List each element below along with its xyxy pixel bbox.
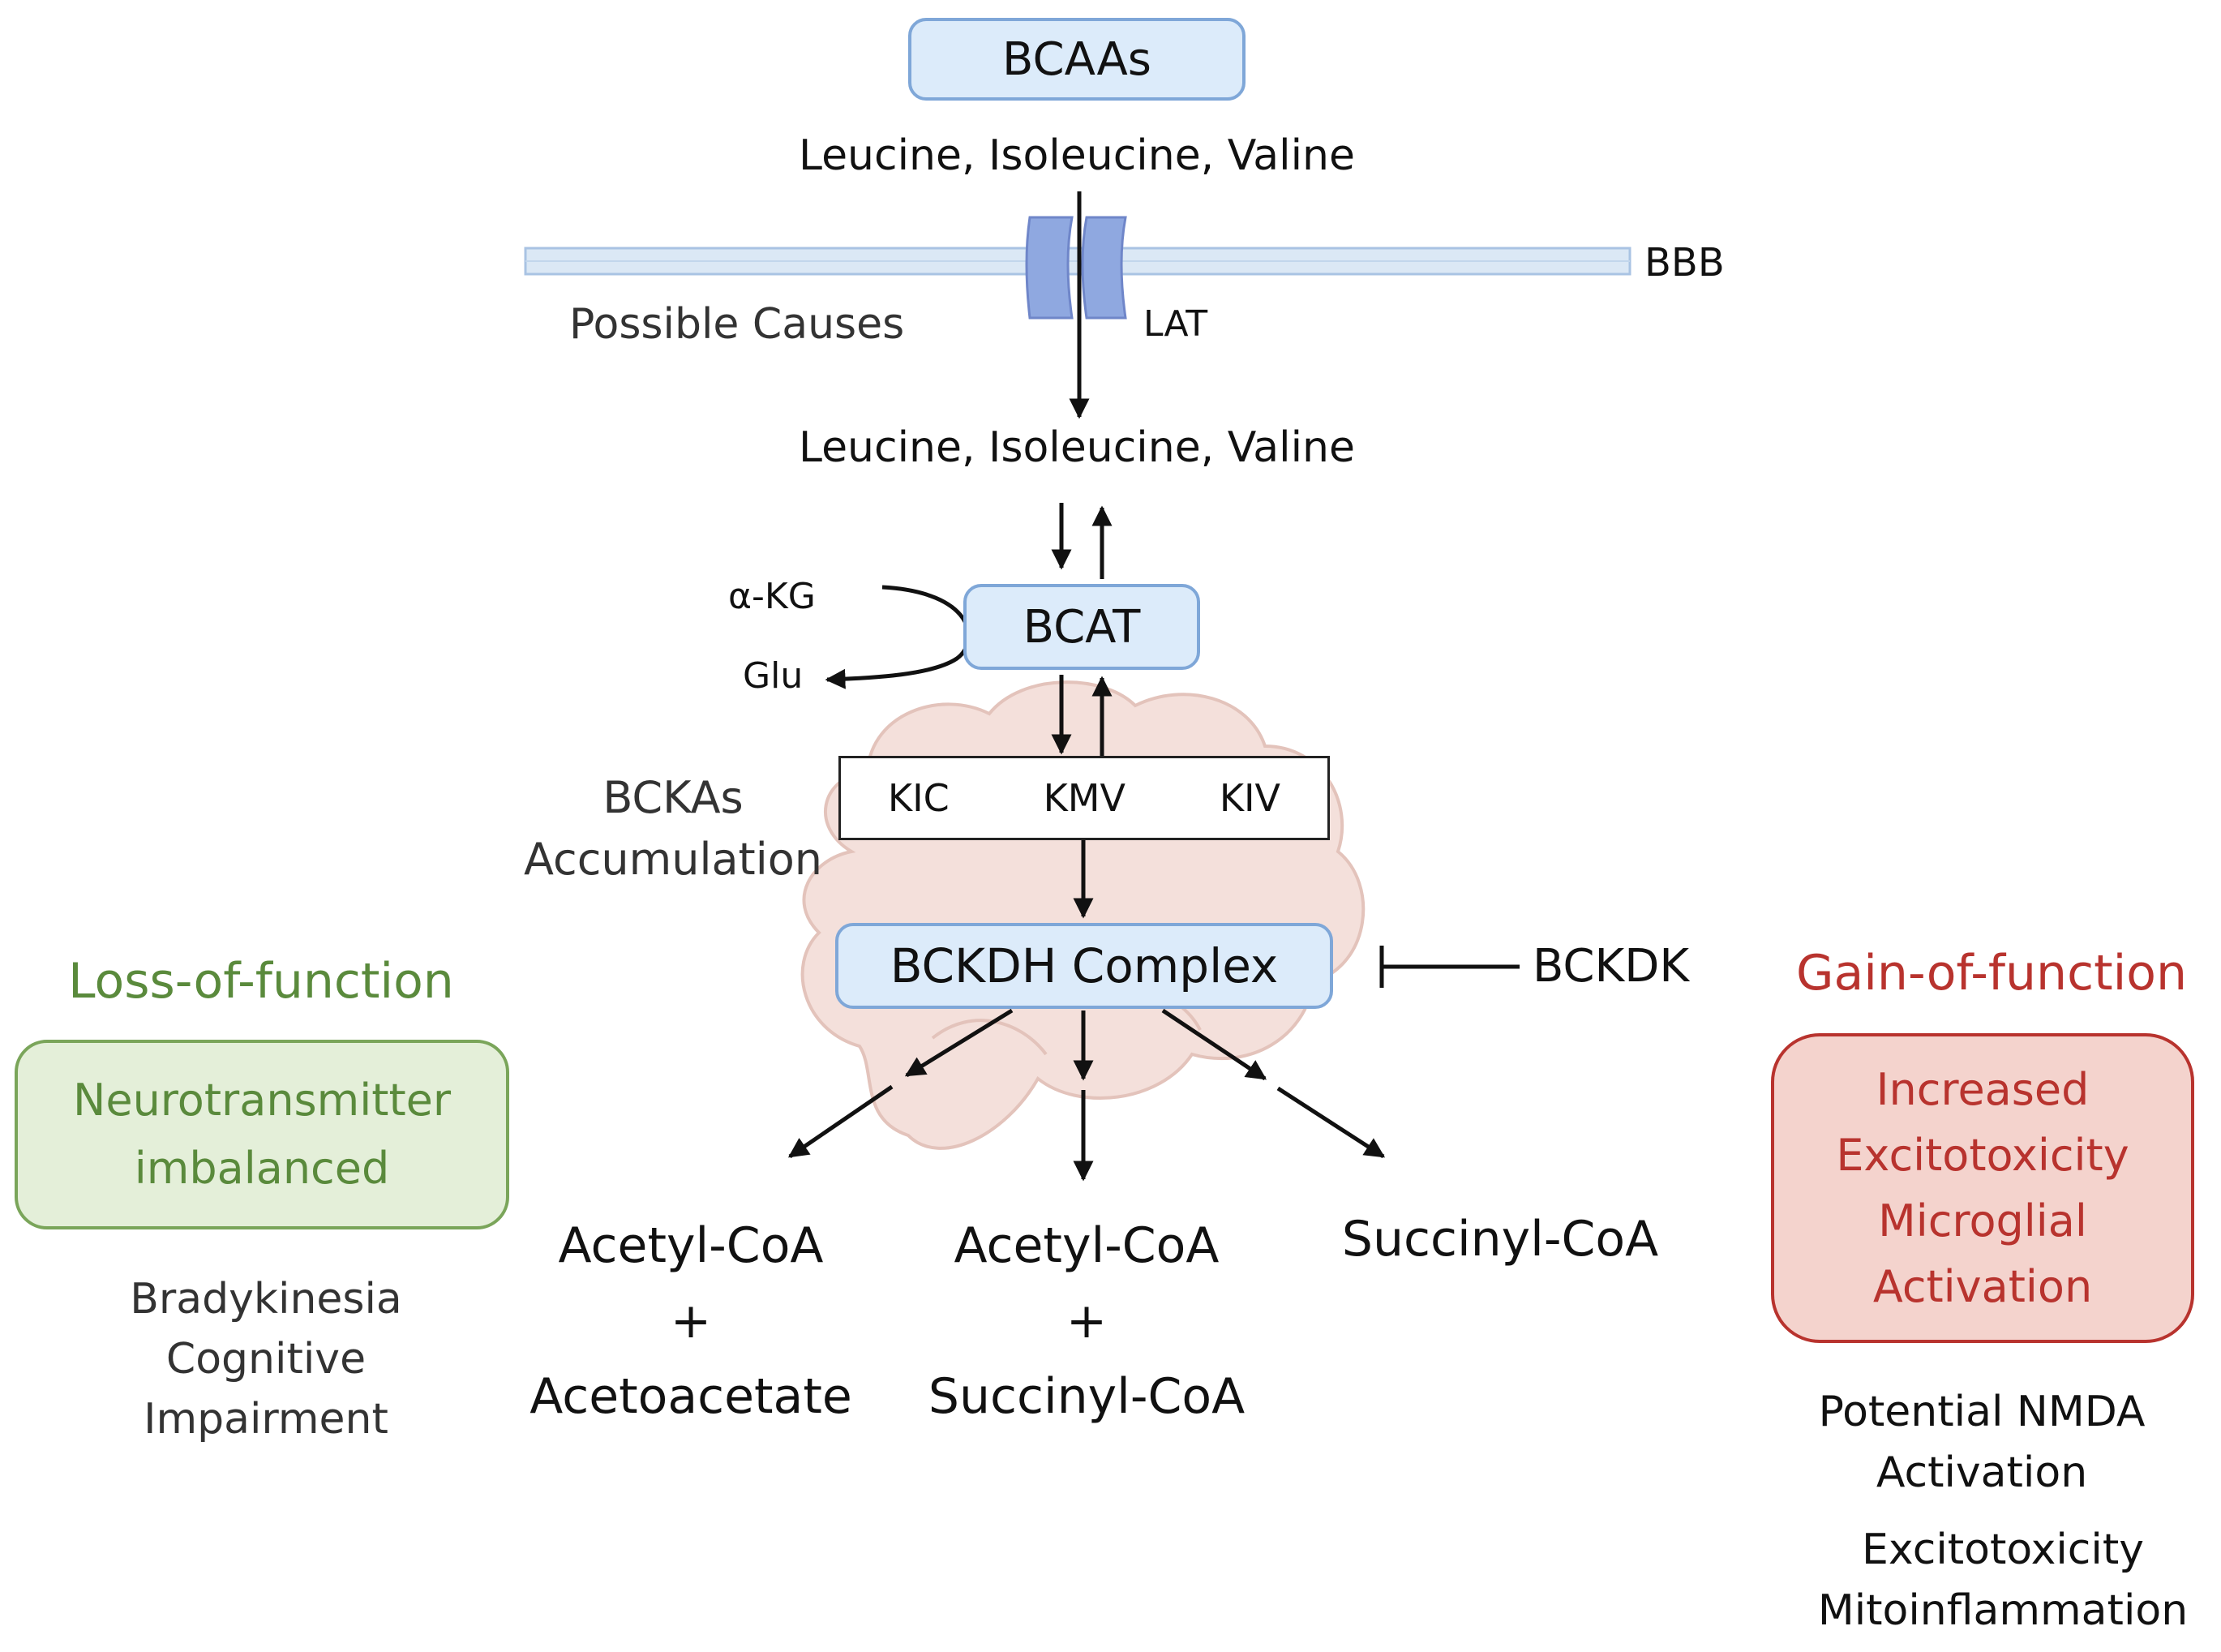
product-middle: Acetyl-CoA + Succinyl-CoA [928,1208,1245,1435]
gain-box-line4: Activation [1872,1261,2093,1312]
gain-box-line2: Excitotoxicity [1836,1130,2129,1181]
amino-acids-outside: Leucine, Isoleucine, Valine [799,131,1355,180]
bcat-label: BCAT [1023,600,1141,654]
loss-box-line1: Neurotransmitter [72,1075,452,1126]
amino-acids-inside: Leucine, Isoleucine, Valine [799,423,1355,472]
bckas-title-line1: BCKAs [602,772,744,823]
loss-of-function-box: Neurotransmitter imbalanced [15,1040,509,1229]
gain-of-function-box: Increased Excitotoxicity Microglial Acti… [1771,1033,2194,1343]
loss-effects: Bradykinesia Cognitive Impairment [130,1270,402,1449]
glu-label: Glu [743,655,804,697]
bckdh-complex-box: BCKDH Complex [835,923,1333,1009]
loss-effect-2: Cognitive [165,1334,367,1384]
bcka-item-kic: KIC [887,776,950,820]
gain-effect-1: Potential NMDA [1818,1388,2146,1436]
product-left-plus: + [670,1293,712,1349]
bcka-item-kiv: KIV [1219,776,1281,820]
bcaas-label: BCAAs [1002,32,1151,86]
loss-box-line2: imbalanced [134,1143,390,1194]
gain-box-line3: Microglial [1878,1195,2087,1247]
gain-effects-group1: Potential NMDA Activation [1819,1382,2146,1504]
bckdh-complex-label: BCKDH Complex [890,938,1279,993]
product-left-line2: Acetoacetate [530,1368,852,1425]
product-left: Acetyl-CoA + Acetoacetate [530,1208,852,1435]
gain-effects-group2: Excitotoxicity Mitoinflammation [1818,1520,2188,1642]
bckas-title-line2: Accumulation [524,833,822,885]
product-left-line1: Acetyl-CoA [558,1217,824,1274]
loss-effect-3: Impairment [144,1394,388,1444]
bcaas-box: BCAAs [908,18,1246,101]
gain-box-line1: Increased [1876,1064,2090,1115]
product-middle-plus: + [1065,1293,1108,1349]
bckdk-label: BCKDK [1533,940,1690,993]
loss-of-function-heading: Loss-of-function [68,953,454,1010]
bcat-box: BCAT [963,584,1200,670]
bckas-title: BCKAs Accumulation [524,767,822,890]
bbb-label: BBB [1644,240,1725,285]
possible-causes-label: Possible Causes [569,300,905,349]
bckas-box: KIC KMV KIV [838,756,1330,840]
product-right: Succinyl-CoA [1341,1211,1659,1268]
lat-transporter-icon [1025,216,1127,320]
product-middle-line2: Succinyl-CoA [928,1368,1246,1425]
gain-effect-2: Activation [1876,1448,2088,1498]
gain-effect-4: Mitoinflammation [1817,1586,2189,1636]
lat-label: LAT [1143,303,1208,345]
product-middle-line1: Acetyl-CoA [954,1217,1220,1274]
loss-effect-1: Bradykinesia [130,1275,402,1324]
bcka-item-kmv: KMV [1043,776,1126,820]
alpha-kg-label: α-KG [728,576,816,617]
pathway-arrows [787,191,1520,1182]
gain-effect-3: Excitotoxicity [1862,1525,2144,1574]
gain-of-function-heading: Gain-of-function [1795,945,2188,1002]
